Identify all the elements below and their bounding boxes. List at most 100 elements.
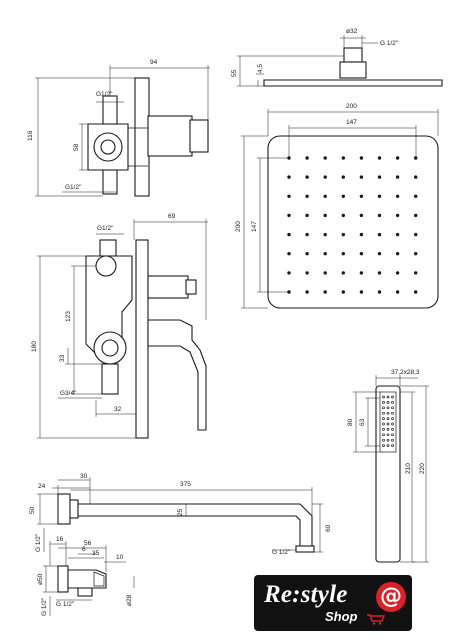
- valve-block: [85, 255, 133, 357]
- nozzle: [395, 232, 400, 237]
- nozzle: [305, 156, 309, 160]
- valve-connector-lines: [128, 127, 148, 167]
- nozzle: [323, 290, 327, 294]
- dim-line-69: [133, 219, 208, 320]
- dim-line-200-h: [267, 109, 439, 136]
- dim-arm-tube: 25: [177, 508, 184, 516]
- nozzle: [341, 213, 345, 218]
- dim-head-width: 200: [346, 103, 357, 110]
- dim-hand-outer: 220: [419, 463, 426, 474]
- hand-nozzle: [391, 433, 394, 437]
- nozzle: [395, 213, 400, 218]
- hand-nozzle: [382, 428, 385, 431]
- nozzle: [377, 156, 382, 160]
- dim-line-24: [52, 485, 90, 494]
- dim-line-60: [312, 503, 323, 553]
- hand-nozzle: [386, 417, 390, 420]
- nozzle: [395, 290, 400, 294]
- nozzle: [414, 290, 418, 294]
- hand-nozzle: [386, 411, 390, 415]
- nozzle: [359, 252, 364, 256]
- dim-height-inner: 58: [73, 143, 80, 151]
- nozzle: [287, 271, 291, 275]
- dim-line-58: [79, 123, 88, 171]
- dim-line-200-v: [241, 135, 268, 309]
- hand-shower-spray-face: [379, 391, 397, 453]
- dim-line-50-elbow: [43, 565, 58, 593]
- nozzle: [414, 156, 418, 160]
- dim-valve-depth: 69: [168, 213, 176, 220]
- nozzle: [287, 213, 291, 218]
- hand-nozzle: [391, 406, 394, 410]
- nozzle: [323, 252, 327, 256]
- hand-nozzle: [391, 428, 394, 431]
- nozzle: [341, 290, 345, 294]
- dim-nozzle-height: 147: [251, 221, 258, 232]
- dim-valve-lower: 33: [59, 354, 66, 362]
- valve-top-port: [95, 255, 117, 277]
- dim-valve-upper: 123: [65, 311, 72, 322]
- nozzle: [341, 194, 345, 198]
- dim-line-33: [65, 348, 102, 365]
- nozzle: [323, 175, 327, 179]
- hand-shower-nozzles: [382, 395, 394, 447]
- dim-arm-drop: 60: [325, 524, 332, 532]
- shower-head-side-view: 55 4,5 ø32 G 1/2": [231, 28, 443, 87]
- dim-line-30: [58, 477, 91, 504]
- hand-nozzle: [382, 422, 385, 426]
- dim-line-116: [35, 77, 135, 197]
- head-plate: [263, 79, 443, 87]
- arm-wall-flange: [57, 493, 71, 525]
- nozzle: [341, 271, 345, 275]
- dim-line-55: [237, 55, 344, 87]
- wall-elbow-view: 16 56 6 35 10 ø50 ø28 G 1/2" G 1/2": [37, 536, 135, 616]
- elbow-bottom-port: [77, 587, 93, 597]
- hand-nozzle: [391, 411, 394, 415]
- logo-sub-text: Shop: [325, 609, 358, 624]
- hand-nozzle: [386, 438, 390, 442]
- nozzle: [377, 194, 382, 198]
- hand-shower-view: 37,2x28,3 80 63 210 220: [347, 369, 429, 563]
- hand-nozzle: [386, 428, 390, 431]
- dim-line-56: [58, 545, 107, 572]
- nozzle: [414, 213, 418, 218]
- hand-nozzle: [382, 395, 385, 399]
- shower-head-front-view: 200 147 200 147: [235, 103, 439, 309]
- nozzle: [305, 175, 309, 179]
- nozzle: [323, 156, 327, 160]
- nozzle: [341, 175, 345, 179]
- valve-spindle-end: [185, 279, 197, 295]
- dim-elbow-flange: ø50: [37, 573, 44, 585]
- valve-bottom-core: [101, 339, 119, 357]
- nozzle: [359, 290, 364, 294]
- dim-line-94: [109, 65, 210, 120]
- nozzle: [323, 271, 327, 275]
- nozzle: [377, 252, 382, 256]
- dim-line-375: [70, 487, 313, 516]
- nozzle: [287, 194, 291, 198]
- hand-nozzle: [391, 401, 394, 404]
- nozzle: [305, 194, 309, 198]
- nozzle: [287, 175, 291, 179]
- dim-elbow-pipe: ø28: [126, 594, 133, 606]
- head-connector: [343, 47, 363, 63]
- label-elbow-thread-bottom: G 1/2": [56, 601, 75, 608]
- nozzle: [414, 194, 418, 198]
- dim-valve-height: 180: [31, 341, 38, 352]
- nozzle: [377, 271, 382, 275]
- label-head-thread: G 1/2": [380, 40, 399, 47]
- nozzle: [414, 252, 418, 256]
- nozzle: [341, 156, 345, 160]
- valve-inlet-bottom: [102, 169, 118, 195]
- valve-bottom-inlet: [101, 363, 119, 395]
- head-nut: [339, 61, 367, 79]
- dim-spray-outer: 80: [347, 418, 354, 426]
- dim-line-220: [400, 385, 429, 563]
- elbow-body: [67, 569, 107, 589]
- nozzle: [359, 194, 364, 198]
- hand-nozzle: [382, 401, 385, 404]
- valve-cartridge: [189, 119, 209, 153]
- elbow-outlet: [93, 571, 105, 587]
- hand-nozzle: [382, 411, 385, 415]
- nozzle: [305, 252, 309, 256]
